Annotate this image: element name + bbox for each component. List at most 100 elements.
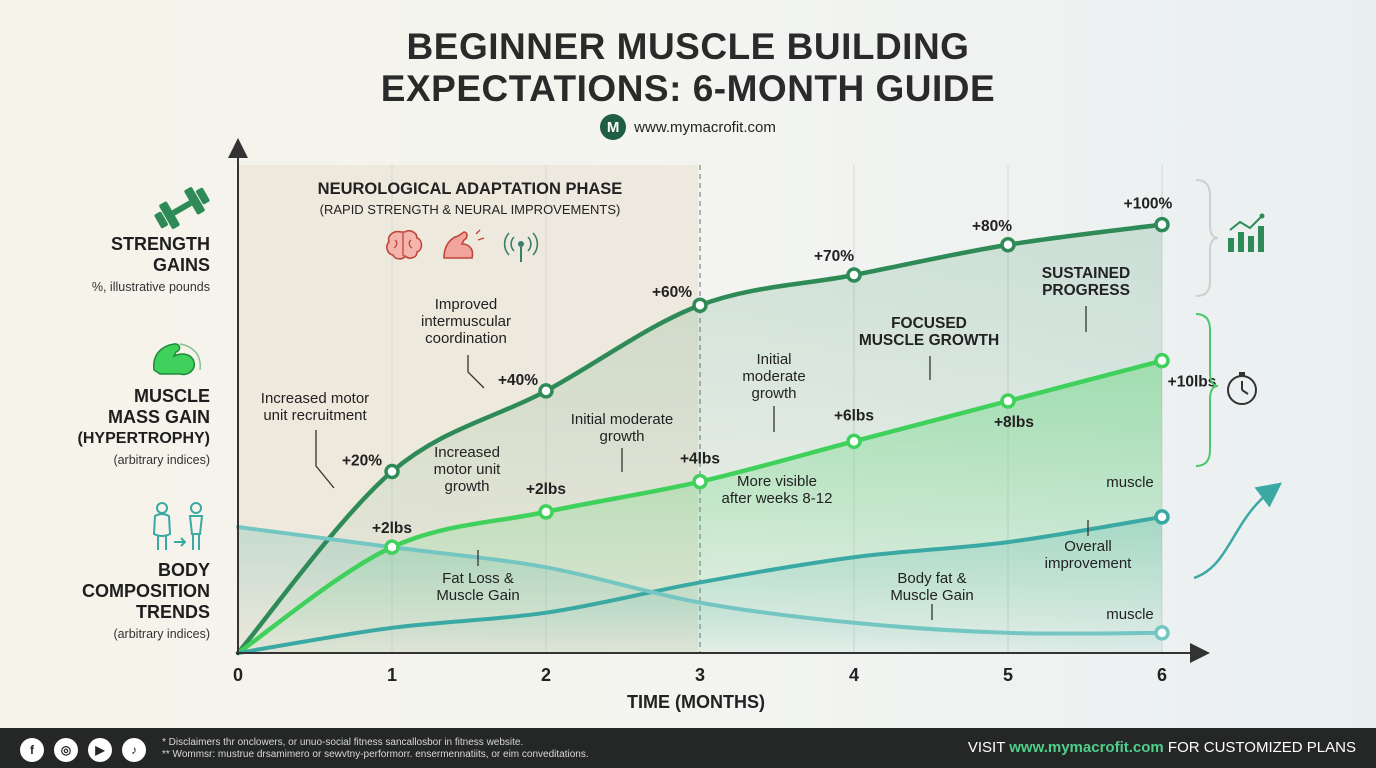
annotation-initial-moderate-growth-2-line-2: growth [751, 385, 796, 402]
x-tick-3: 3 [695, 665, 705, 685]
youtube-icon[interactable]: ▶ [88, 738, 112, 762]
series-points [384, 216, 1170, 641]
point-label-strength-4: +70% [814, 248, 854, 265]
x-tick-1: 1 [387, 665, 397, 685]
annotation-initial-moderate-growth-1-line-0: Initial moderate [571, 411, 674, 428]
annotation-motor-unit-growth-line-0: Increased [434, 444, 500, 461]
phase-subtitle: (RAPID STRENGTH & NEURAL IMPROVEMENTS) [320, 202, 621, 217]
annotation-body-fat-muscle-gain: Body fat &Muscle Gain [890, 570, 973, 604]
annotation-focused-muscle-growth-line-1: MUSCLE GROWTH [859, 332, 999, 349]
annotation-intermuscular-coordination-line-0: Improved [435, 296, 498, 313]
instagram-icon[interactable]: ◎ [54, 738, 78, 762]
point-label-muscle-6: +10lbs [1168, 374, 1217, 391]
annotation-sustained-progress-line-1: PROGRESS [1042, 282, 1130, 299]
point-muscle-6 [1154, 352, 1170, 369]
point-muscle-4 [846, 433, 862, 450]
body-title-2: COMPOSITION [81, 581, 210, 601]
point-muscle-1 [384, 539, 400, 555]
annotation-focused-muscle-growth-line-0: FOCUSED [891, 315, 967, 332]
body-transformation-icon [152, 502, 204, 550]
annotation-motor-unit-recruitment-line-0: Increased motor [261, 390, 369, 407]
footnote-2: ** Wommsr: mustrue drsamimero or sewvtny… [162, 749, 589, 760]
cta-prefix: VISIT [967, 739, 1010, 756]
disclaimer: * Disclaimers thr onclowers, or unuo-soc… [162, 737, 589, 761]
x-tick-labels: 0 1 2 3 4 5 6 [233, 665, 1167, 685]
cta-link[interactable]: www.mymacrofit.com [1009, 739, 1164, 756]
annotation-muscle-upper: muscle [1106, 474, 1154, 491]
annotation-body-fat-muscle-gain-line-1: Muscle Gain [890, 587, 973, 604]
annotation-fat-loss-muscle-gain: Fat Loss &Muscle Gain [436, 570, 519, 604]
point-body_down-6 [1154, 625, 1170, 641]
annotation-more-visible-line-1: after weeks 8-12 [722, 490, 833, 507]
annotation-overall-improvement-line-1: improvement [1045, 555, 1133, 572]
point-strength-1 [384, 463, 400, 480]
series-line-body_up [236, 514, 1164, 655]
point-label-strength-6: +100% [1124, 196, 1173, 213]
annotation-overall-improvement-line-0: Overall [1064, 538, 1112, 555]
x-axis-label: TIME (MONTHS) [627, 692, 765, 712]
point-strength-4 [846, 267, 862, 283]
stopwatch-icon [1227, 372, 1257, 405]
muscle-subtitle: (arbitrary indices) [113, 453, 210, 467]
body-composition-label: BODY COMPOSITION TRENDS (arbitrary indic… [82, 560, 210, 641]
cta-text: VISIT www.mymacrofit.com FOR CUSTOMIZED … [968, 739, 1356, 756]
annotation-fat-loss-muscle-gain-line-0: Fat Loss & [442, 570, 514, 587]
annotation-body-fat-muscle-gain-line-0: Body fat & [897, 570, 966, 587]
footnote-1: * Disclaimers thr onclowers, or unuo-soc… [162, 737, 524, 748]
x-tick-4: 4 [849, 665, 859, 685]
bicep-icon [153, 343, 201, 376]
point-label-strength-1: +20% [342, 453, 382, 470]
cta-suffix: FOR CUSTOMIZED PLANS [1163, 739, 1356, 756]
tiktok-icon[interactable]: ♪ [122, 738, 146, 762]
annotation-initial-moderate-growth-2-line-0: Initial [756, 351, 791, 368]
point-labels: +20%+40%+60%+70%+80%+100%+2lbs+2lbs+4lbs… [342, 196, 1216, 538]
x-tick-0: 0 [233, 665, 243, 685]
facebook-icon[interactable]: f [20, 738, 44, 762]
title-line-1: BEGINNER MUSCLE BUILDING [406, 26, 970, 67]
phase-title: NEUROLOGICAL ADAPTATION PHASE [318, 180, 623, 198]
point-label-muscle-3: +4lbs [680, 451, 720, 468]
dumbbell-icon [154, 187, 210, 229]
x-tick-6: 6 [1157, 665, 1167, 685]
point-muscle-2 [538, 504, 554, 520]
annotation-initial-moderate-growth-2-line-1: moderate [742, 368, 805, 385]
brand-logo-icon: M [600, 114, 627, 140]
point-label-muscle-2: +2lbs [526, 481, 566, 498]
muscle-title-3: (HYPERTROPHY) [77, 430, 210, 447]
x-tick-2: 2 [541, 665, 551, 685]
annotation-more-visible-line-0: More visible [737, 473, 817, 490]
point-label-muscle-4: +6lbs [834, 407, 874, 424]
leader-motor-unit-recruitment [315, 430, 335, 489]
annotation-motor-unit-growth-line-1: motor unit [434, 461, 502, 478]
point-muscle-5 [1000, 393, 1016, 409]
x-tick-5: 5 [1003, 665, 1013, 685]
body-title-1: BODY [157, 560, 210, 580]
title-line-2: EXPECTATIONS: 6-MONTH GUIDE [380, 68, 996, 109]
brand[interactable]: M www.mymacrofit.com [0, 114, 1376, 140]
annotation-motor-unit-growth-line-2: growth [444, 478, 489, 495]
growth-chart-icon [1228, 213, 1265, 252]
point-strength-5 [1000, 237, 1016, 253]
flexed-arm-icon [443, 229, 485, 259]
point-label-strength-5: +80% [972, 218, 1012, 235]
point-label-strength-2: +40% [498, 372, 538, 389]
point-muscle-3 [692, 473, 708, 490]
annotation-initial-moderate-growth-1-line-1: growth [599, 428, 644, 445]
leader-intermuscular-coordination [467, 355, 485, 389]
annotation-muscle-lower: muscle [1106, 606, 1154, 623]
signal-icon [503, 232, 539, 262]
annotation-motor-unit-recruitment-line-1: unit recruitment [263, 407, 367, 424]
muscle-title-2: MASS GAIN [107, 407, 210, 427]
strength-bracket [1195, 179, 1219, 297]
brain-icon [386, 230, 423, 260]
brand-url[interactable]: www.mymacrofit.com [634, 118, 776, 136]
